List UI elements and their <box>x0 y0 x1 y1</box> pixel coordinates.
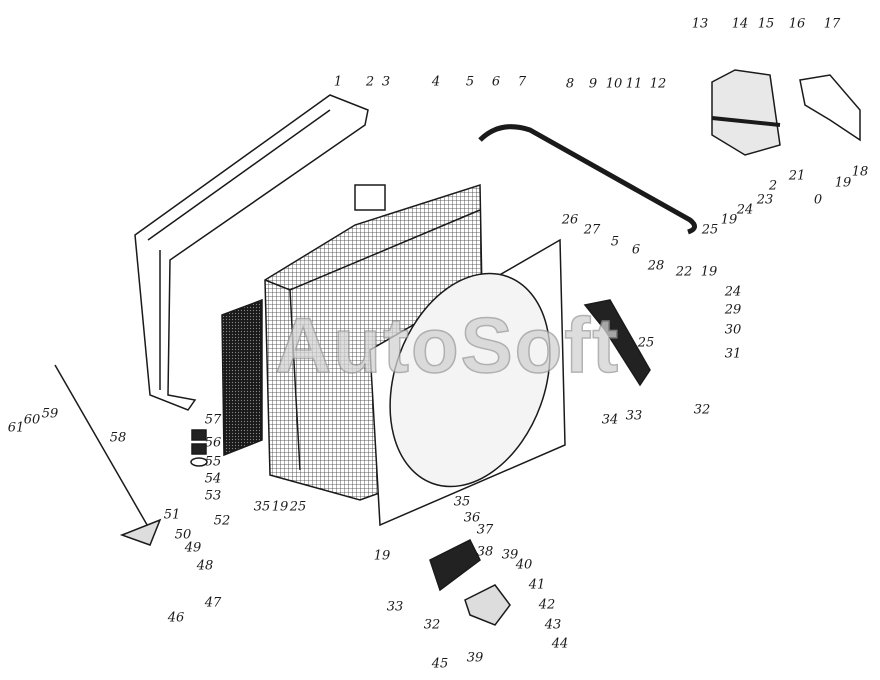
callout-label: 25 <box>701 222 719 238</box>
callout-label: 43 <box>544 617 562 633</box>
callout-label: 49 <box>184 540 202 556</box>
callout-label: 46 <box>167 610 185 626</box>
callout-label: 2 <box>768 178 778 194</box>
fan-shroud <box>369 238 566 527</box>
callout-label: 6 <box>631 242 641 258</box>
callout-label: 28 <box>647 258 665 274</box>
radiator-frame <box>134 94 369 411</box>
callout-label: 19 <box>271 499 289 515</box>
callout-label: 53 <box>204 488 222 504</box>
callout-label: 36 <box>463 510 481 526</box>
callout-label: 40 <box>515 557 533 573</box>
baffle-plate <box>221 298 263 457</box>
watermark: AutoSoft <box>274 300 621 390</box>
callout-label: 39 <box>501 547 519 563</box>
callout-label: 19 <box>720 212 738 228</box>
callout-label: 31 <box>724 346 742 362</box>
callout-label: 35 <box>453 494 471 510</box>
callout-label: 26 <box>561 212 579 228</box>
callout-label: 27 <box>583 222 601 238</box>
callout-label: 11 <box>625 76 643 92</box>
callout-label: 15 <box>757 16 775 32</box>
callout-label: 32 <box>423 617 441 633</box>
callout-label: 57 <box>204 412 222 428</box>
callout-label: 59 <box>41 406 59 422</box>
overflow-hose <box>478 124 697 235</box>
callout-label: 22 <box>675 264 693 280</box>
callout-label: 60 <box>23 412 41 428</box>
callout-label: 14 <box>731 16 749 32</box>
callout-label: 33 <box>386 599 404 615</box>
callout-label: 2 <box>365 74 375 90</box>
callout-label: 51 <box>163 507 181 523</box>
callout-label: 25 <box>289 499 307 515</box>
callout-label: 56 <box>204 435 222 451</box>
callout-label: 30 <box>724 322 742 338</box>
tie-rod <box>54 364 162 546</box>
callout-label: 0 <box>813 192 823 208</box>
callout-label: 19 <box>834 175 852 191</box>
callout-label: 44 <box>551 636 569 652</box>
callout-label: 52 <box>213 513 231 529</box>
callout-label: 12 <box>649 76 667 92</box>
callout-label: 1 <box>333 74 343 90</box>
callout-label: 7 <box>517 74 527 90</box>
callout-label: 32 <box>693 402 711 418</box>
callout-label: 24 <box>736 202 754 218</box>
callout-label: 33 <box>625 408 643 424</box>
callout-label: 23 <box>756 192 774 208</box>
callout-label: 48 <box>196 558 214 574</box>
callout-label: 21 <box>788 168 806 184</box>
callout-label: 25 <box>637 335 655 351</box>
callout-label: 19 <box>700 264 718 280</box>
callout-label: 16 <box>788 16 806 32</box>
callout-label: 47 <box>204 595 222 611</box>
callout-label: 34 <box>601 412 619 428</box>
mount-cushion <box>190 429 208 467</box>
expansion-tank <box>711 69 861 156</box>
callout-label: 41 <box>528 577 546 593</box>
callout-label: 13 <box>691 16 709 32</box>
callout-label: 9 <box>588 76 598 92</box>
callout-label: 6 <box>491 74 501 90</box>
callout-label: 10 <box>605 76 623 92</box>
callout-label: 50 <box>174 527 192 543</box>
callout-label: 42 <box>538 597 556 613</box>
thermostat-housing <box>464 584 511 626</box>
callout-label: 37 <box>476 522 494 538</box>
lower-hose <box>429 299 651 592</box>
callout-label: 3 <box>381 74 391 90</box>
callout-label: 5 <box>465 74 475 90</box>
callout-label: 35 <box>253 499 271 515</box>
callout-label: 17 <box>823 16 841 32</box>
callout-label: 54 <box>204 471 222 487</box>
callout-label: 4 <box>431 74 441 90</box>
callout-label: 45 <box>431 656 449 672</box>
callout-label: 24 <box>724 284 742 300</box>
callout-label: 8 <box>565 76 575 92</box>
callout-label: 58 <box>109 430 127 446</box>
callout-label: 5 <box>610 234 620 250</box>
callout-label: 29 <box>724 302 742 318</box>
callout-label: 18 <box>851 164 869 180</box>
callout-label: 61 <box>7 420 25 436</box>
callout-label: 19 <box>373 548 391 564</box>
callout-label: 39 <box>466 650 484 666</box>
callout-label: 55 <box>204 454 222 470</box>
callout-label: 38 <box>476 544 494 560</box>
